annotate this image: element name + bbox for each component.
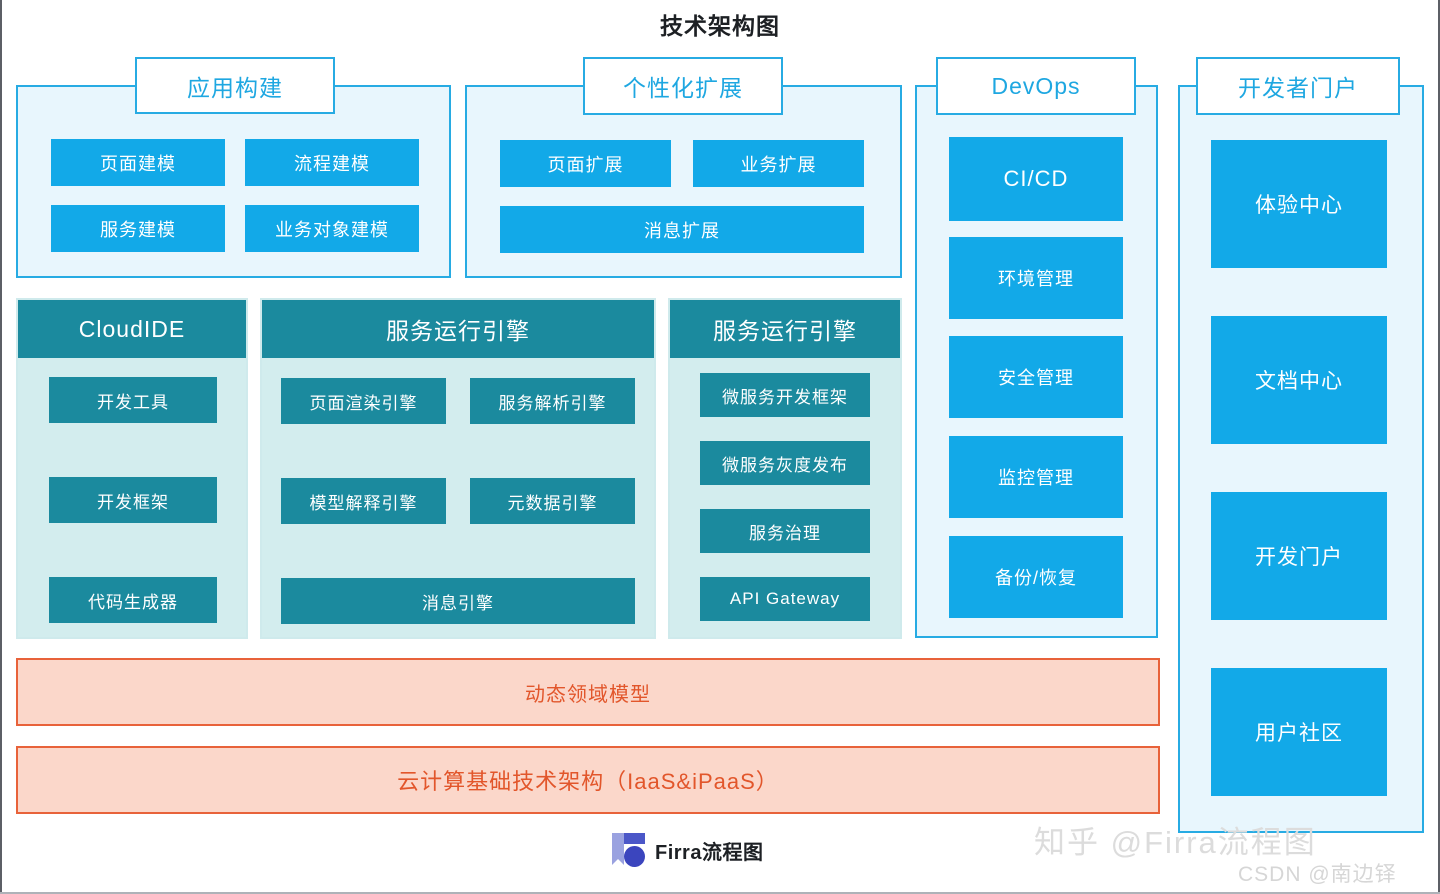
tile-metadata-engine[interactable]: 元数据引擎 [470, 478, 635, 524]
tile-code-generator[interactable]: 代码生成器 [49, 577, 217, 623]
tile-security-management[interactable]: 安全管理 [949, 336, 1123, 418]
page-edge-bottom [0, 892, 1440, 894]
tile-development-portal[interactable]: 开发门户 [1211, 492, 1387, 620]
tile-monitoring-management[interactable]: 监控管理 [949, 436, 1123, 518]
panel-title-personalization: 个性化扩展 [583, 57, 783, 115]
firra-logo-icon [612, 833, 646, 867]
foundation-bar-cloud-infrastructure[interactable]: 云计算基础技术架构（IaaS&iPaaS） [16, 746, 1160, 814]
panel-title-devops: DevOps [936, 57, 1136, 115]
tile-api-gateway[interactable]: API Gateway [700, 577, 870, 621]
tile-business-object-modeling[interactable]: 业务对象建模 [245, 205, 419, 252]
tile-microservice-gray-release[interactable]: 微服务灰度发布 [700, 441, 870, 485]
page-edge-right [1438, 0, 1440, 894]
tile-service-governance[interactable]: 服务治理 [700, 509, 870, 553]
tile-ci-cd[interactable]: CI/CD [949, 137, 1123, 221]
tile-dev-framework[interactable]: 开发框架 [49, 477, 217, 523]
tile-model-interpret-engine[interactable]: 模型解释引擎 [281, 478, 446, 524]
panel-service-engine-left: 服务运行引擎 页面渲染引擎 服务解析引擎 模型解释引擎 元数据引擎 消息引擎 [260, 298, 656, 639]
panel-title-cloudide: CloudIDE [18, 300, 246, 358]
tile-environment-management[interactable]: 环境管理 [949, 237, 1123, 319]
footer-brand-label: Firra流程图 [655, 841, 764, 864]
footer-brand: Firra流程图 [612, 833, 763, 867]
tile-experience-center[interactable]: 体验中心 [1211, 140, 1387, 268]
tile-page-modeling[interactable]: 页面建模 [51, 139, 225, 186]
tile-message-extension[interactable]: 消息扩展 [500, 206, 864, 253]
panel-title-developer-portal: 开发者门户 [1196, 57, 1400, 115]
tile-dev-tools[interactable]: 开发工具 [49, 377, 217, 423]
tile-backup-restore[interactable]: 备份/恢复 [949, 536, 1123, 618]
panel-title-service-engine-right: 服务运行引擎 [670, 300, 900, 358]
tile-message-engine[interactable]: 消息引擎 [281, 578, 635, 624]
page-edge-left [0, 0, 2, 894]
tile-process-modeling[interactable]: 流程建模 [245, 139, 419, 186]
page-title: 技术架构图 [660, 13, 780, 39]
panel-title-app-build: 应用构建 [135, 57, 335, 114]
panel-title-service-engine-left: 服务运行引擎 [262, 300, 654, 358]
tile-business-extension[interactable]: 业务扩展 [693, 140, 864, 187]
panel-service-engine-right: 服务运行引擎 微服务开发框架 微服务灰度发布 服务治理 API Gateway [668, 298, 902, 639]
watermark-csdn: CSDN @南边铎 [1238, 863, 1397, 886]
tile-document-center[interactable]: 文档中心 [1211, 316, 1387, 444]
panel-cloudide: CloudIDE 开发工具 开发框架 代码生成器 [16, 298, 248, 639]
tile-microservice-dev-framework[interactable]: 微服务开发框架 [700, 373, 870, 417]
tile-service-modeling[interactable]: 服务建模 [51, 205, 225, 252]
tile-user-community[interactable]: 用户社区 [1211, 668, 1387, 796]
tile-service-parse-engine[interactable]: 服务解析引擎 [470, 378, 635, 424]
tile-page-extension[interactable]: 页面扩展 [500, 140, 671, 187]
foundation-bar-domain-model[interactable]: 动态领域模型 [16, 658, 1160, 726]
tile-page-render-engine[interactable]: 页面渲染引擎 [281, 378, 446, 424]
watermark-zhihu: 知乎 @Firra流程图 [1034, 825, 1317, 860]
